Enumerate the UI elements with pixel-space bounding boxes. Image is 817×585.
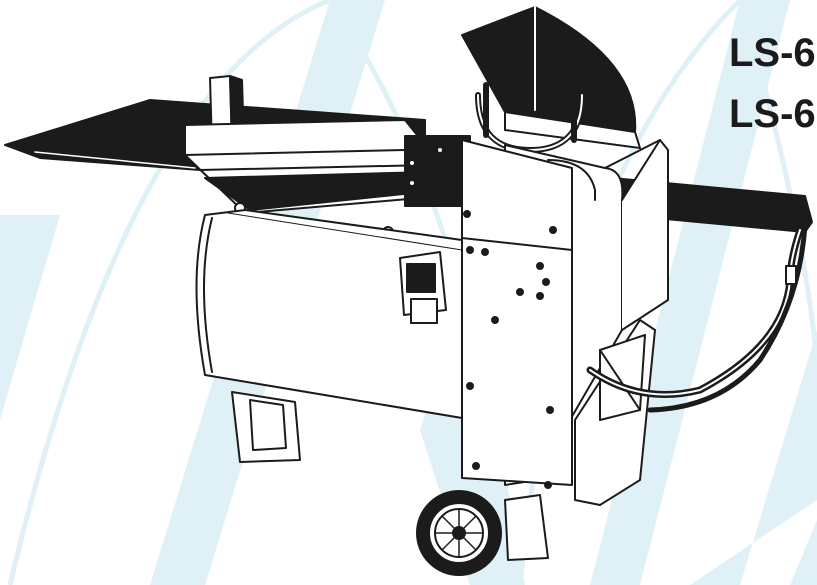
front-column: [461, 139, 573, 486]
oil-tank: [195, 209, 463, 419]
wheel-icon: [416, 490, 502, 576]
model-number-line-2: LS-6: [729, 92, 816, 136]
motor-block: [404, 135, 471, 207]
model-number-line-1: LS-6: [729, 31, 816, 75]
base-foot: [504, 494, 549, 561]
wedge-hopper: [461, 6, 637, 133]
